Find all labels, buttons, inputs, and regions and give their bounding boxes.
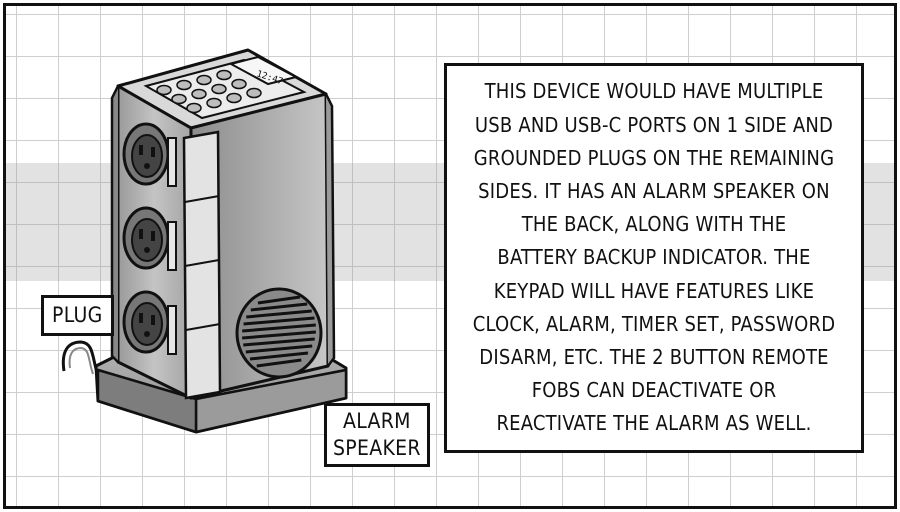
keypad-button <box>196 74 212 86</box>
speaker-slat <box>243 316 315 326</box>
keypad-button <box>246 87 262 99</box>
description-line: THIS DEVICE WOULD HAVE MULTIPLE <box>484 79 824 104</box>
comic-panel: 12:47 PLUG ALARM SPEAKER THIS DEVICE WOU… <box>3 3 897 509</box>
keypad-button <box>211 83 227 95</box>
keypad-button <box>176 79 192 91</box>
tower-right-face <box>182 92 336 400</box>
description-line: KEYPAD WILL HAVE FEATURES LIKE <box>493 278 815 303</box>
description-line: CLOCK, ALARM, TIMER SET, PASSWORD <box>472 311 836 336</box>
grounded-outlet-middle <box>122 206 170 270</box>
keypad-button <box>156 84 172 96</box>
description-caption: THIS DEVICE WOULD HAVE MULTIPLE USB AND … <box>444 63 864 453</box>
speaker-slat <box>249 351 309 361</box>
description-line: SIDES. IT HAS AN ALARM SPEAKER ON <box>478 179 830 203</box>
description-line: DISARM, ETC. THE 2 BUTTON REMOTE <box>479 345 829 370</box>
speaker-slat <box>256 358 302 368</box>
tower-left-face <box>110 84 193 400</box>
power-tower-illustration: 12:47 <box>61 48 348 434</box>
speaker-slat <box>245 344 313 354</box>
description-line: GROUNDED PLUGS ON THE REMAINING <box>473 145 835 170</box>
speaker-slat <box>242 323 316 333</box>
plug-label-text: PLUG <box>52 303 103 327</box>
description-line: THE BACK, ALONG WITH THE <box>521 212 787 237</box>
usb-port-strip <box>182 130 222 400</box>
keypad-button <box>216 69 232 81</box>
grounded-outlet-bottom <box>122 290 170 354</box>
keypad-button <box>171 93 187 105</box>
alarm-speaker-label-line-1: ALARM <box>343 409 411 433</box>
grounded-outlet-top <box>122 122 170 186</box>
tower-top <box>116 48 328 130</box>
speaker-slat <box>241 330 317 340</box>
speaker-slat <box>246 309 312 319</box>
keypad-button <box>226 92 242 104</box>
keypad-button <box>191 88 207 100</box>
alarm-speaker-label-line-2: SPEAKER <box>333 436 421 460</box>
speaker-slat <box>243 337 315 347</box>
description-line: USB AND USB-C PORTS ON 1 SIDE AND <box>474 112 834 137</box>
speaker-slat <box>250 302 308 312</box>
keypad-button <box>206 97 222 109</box>
keypad-button <box>186 102 202 114</box>
keypad-button <box>231 78 247 90</box>
alarm-speaker-grille <box>235 287 323 379</box>
description-line: BATTERY BACKUP INDICATOR. THE <box>497 245 811 270</box>
alarm-speaker-label: ALARM SPEAKER <box>324 403 430 467</box>
description-line: FOBS CAN DEACTIVATE OR <box>531 378 777 403</box>
plug-cord <box>61 340 100 377</box>
description-line: REACTIVATE THE ALARM AS WELL. <box>496 411 812 436</box>
speaker-slat <box>257 295 301 305</box>
plug-label: PLUG <box>41 295 114 336</box>
